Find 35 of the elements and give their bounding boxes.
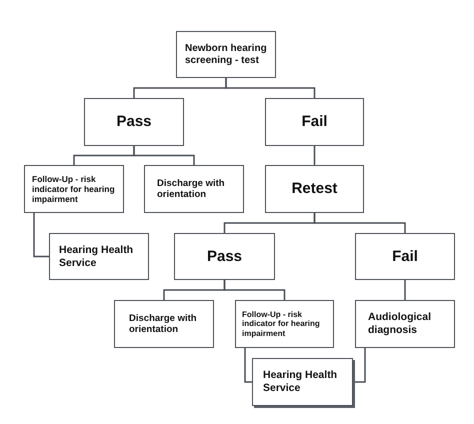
box-label: Newborn hearing screening - test (184, 42, 268, 66)
box-label: Discharge with orientation (156, 178, 226, 200)
process-box (355, 300, 455, 348)
box-label: Fail (392, 248, 418, 266)
connector-line (224, 280, 286, 300)
process-box (265, 165, 364, 213)
process-box (174, 233, 275, 280)
process-box (114, 300, 214, 348)
box-label: Audiological diagnosis (367, 311, 432, 337)
process-box (144, 165, 244, 213)
process-box (235, 300, 334, 348)
process-box (24, 165, 124, 213)
box-label: Retest (292, 180, 338, 198)
process-box (49, 233, 149, 280)
process-box (355, 233, 455, 280)
box-label: Follow-Up - risk indicator for hearing impairment (31, 174, 116, 204)
connector-line (314, 146, 316, 165)
box-label: Pass (206, 248, 242, 266)
connector-line (225, 78, 316, 98)
connector-line (314, 213, 406, 233)
box-label: Follow-Up - risk indicator for hearing impairment (242, 310, 321, 338)
connector-line (404, 280, 406, 300)
box-label: Fail (302, 113, 328, 131)
box-label: Hearing Health Service (58, 244, 134, 270)
box-label: Pass (116, 113, 152, 131)
box-label: Hearing Health Service (262, 369, 338, 395)
connector-line (33, 213, 49, 258)
process-box (265, 98, 364, 146)
process-box (176, 31, 276, 78)
process-box (84, 98, 184, 146)
connector-line (133, 146, 195, 165)
connector-line (244, 348, 252, 383)
process-box (252, 358, 353, 406)
box-label: Discharge with orientation (128, 312, 198, 336)
connector-line (353, 348, 366, 383)
